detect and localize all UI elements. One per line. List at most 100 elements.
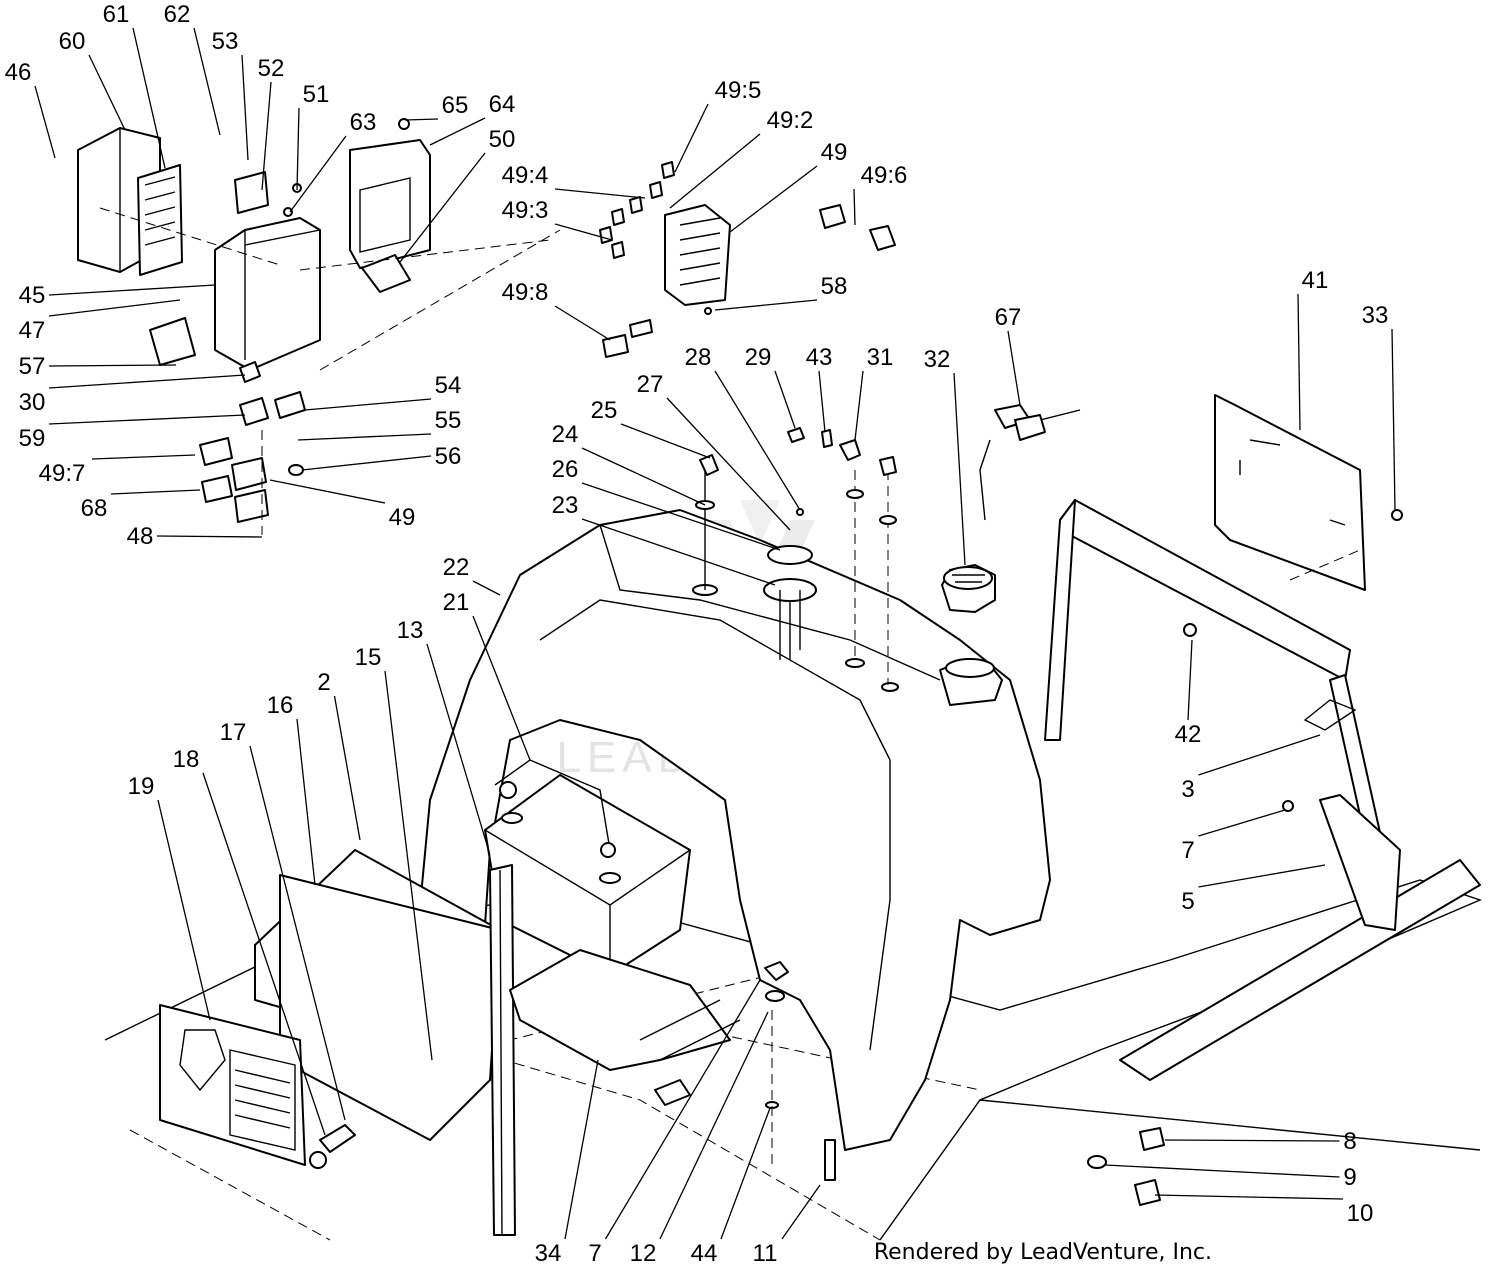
callout-label: 62 (164, 1, 191, 28)
callout-leader (1198, 809, 1286, 837)
callout-label: 13 (397, 617, 424, 644)
callout-label: 21 (443, 589, 470, 616)
callout-leader (48, 364, 177, 367)
callout-leader (157, 799, 211, 1021)
fuse-block (599, 161, 896, 358)
callout-label: 17 (220, 719, 247, 746)
callout-47: 47 (19, 299, 181, 344)
callout-45: 45 (19, 282, 216, 309)
callout-label: 43 (806, 344, 833, 371)
callout-label: 34 (535, 1240, 562, 1267)
callout-15: 15 (355, 644, 433, 1061)
callout-label: 60 (59, 28, 86, 55)
rear-frame (1044, 394, 1403, 931)
callout-44: 44 (691, 1107, 771, 1267)
callout-leader (659, 1011, 769, 1240)
callout-label: 57 (19, 353, 46, 380)
callout-7: 7 (1181, 809, 1286, 864)
callout-2: 2 (317, 669, 361, 841)
callout-leader (666, 397, 791, 531)
callout-61: 61 (103, 1, 166, 169)
callout-49-4: 49:4 (502, 162, 646, 199)
callout-21: 21 (443, 589, 531, 761)
callout-label: 55 (435, 407, 462, 434)
callout-33: 33 (1362, 302, 1396, 511)
callout-64: 64 (429, 91, 516, 146)
callout-leader (289, 135, 347, 213)
callout-leader (301, 455, 432, 471)
callout-43: 43 (806, 344, 833, 433)
callout-label: 25 (591, 397, 618, 424)
callout-leader (193, 27, 221, 136)
callout-leader (429, 117, 486, 146)
callout-3: 3 (1181, 734, 1321, 803)
callout-leader (399, 152, 486, 263)
callout-68: 68 (81, 489, 201, 522)
callout-63: 63 (289, 109, 377, 213)
callout-leader (564, 1059, 599, 1240)
callout-leader (554, 305, 611, 341)
callout-leader (714, 370, 801, 511)
harness-connector (979, 404, 1081, 521)
callout-leader (669, 133, 761, 209)
callout-label: 12 (630, 1240, 657, 1267)
callout-29: 29 (745, 344, 796, 429)
callout-label: 54 (435, 372, 462, 399)
callout-label: 28 (685, 344, 712, 371)
callout-leader (156, 535, 263, 538)
callout-23: 23 (552, 492, 776, 586)
callout-leader (554, 188, 646, 199)
callout-label: 27 (637, 371, 664, 398)
callout-leader (1104, 1164, 1340, 1178)
callout-label: 52 (258, 55, 285, 82)
callout-42: 42 (1175, 639, 1201, 748)
callout-label: 63 (350, 109, 377, 136)
callout-56: 56 (301, 443, 461, 471)
callout-32: 32 (924, 346, 966, 566)
callout-leader (48, 374, 246, 389)
callout-leader (296, 107, 300, 191)
callout-49: 49 (269, 479, 415, 531)
callout-label: 30 (19, 389, 46, 416)
callout-leader (714, 299, 818, 311)
callout-leader (1297, 293, 1301, 431)
callout-leader (202, 772, 326, 1136)
callout-65: 65 (404, 92, 468, 121)
callout-leader (1198, 864, 1326, 888)
callout-leader (426, 643, 491, 856)
callout-leader (581, 482, 781, 551)
callout-16: 16 (267, 692, 316, 886)
callout-label: 49:7 (39, 460, 86, 487)
callout-49-5: 49:5 (674, 77, 761, 173)
callout-label: 64 (489, 91, 516, 118)
hood-hardware (764, 961, 836, 1181)
callout-leader (581, 447, 706, 506)
callout-24: 24 (552, 421, 706, 506)
callout-leader (1187, 639, 1193, 721)
callout-label: 11 (753, 1240, 778, 1267)
callout-12: 12 (630, 1011, 769, 1267)
callout-17: 17 (220, 719, 346, 1121)
callout-41: 41 (1297, 267, 1328, 431)
callout-leader (853, 188, 856, 226)
callout-27: 27 (637, 371, 791, 531)
callout-49-3: 49:3 (502, 197, 613, 241)
callout-52: 52 (258, 55, 285, 191)
battery-tray (509, 949, 741, 1106)
callout-label: 29 (745, 344, 772, 371)
callout-label: 7 (1181, 837, 1194, 864)
callout-label: 58 (821, 273, 848, 300)
callout-leader (604, 979, 761, 1240)
callout-11: 11 (753, 1184, 821, 1267)
callout-label: 5 (1181, 888, 1194, 915)
callout-leader (953, 372, 966, 566)
callout-34: 34 (535, 1059, 599, 1267)
callout-label: 44 (691, 1240, 718, 1267)
callout-label: 7 (588, 1240, 601, 1267)
callout-label: 49:4 (502, 162, 549, 189)
callout-54: 54 (304, 372, 462, 411)
fuel-fittings (787, 427, 897, 685)
callout-leader (304, 398, 432, 411)
callout-53: 53 (212, 28, 249, 161)
callout-5: 5 (1181, 864, 1326, 915)
